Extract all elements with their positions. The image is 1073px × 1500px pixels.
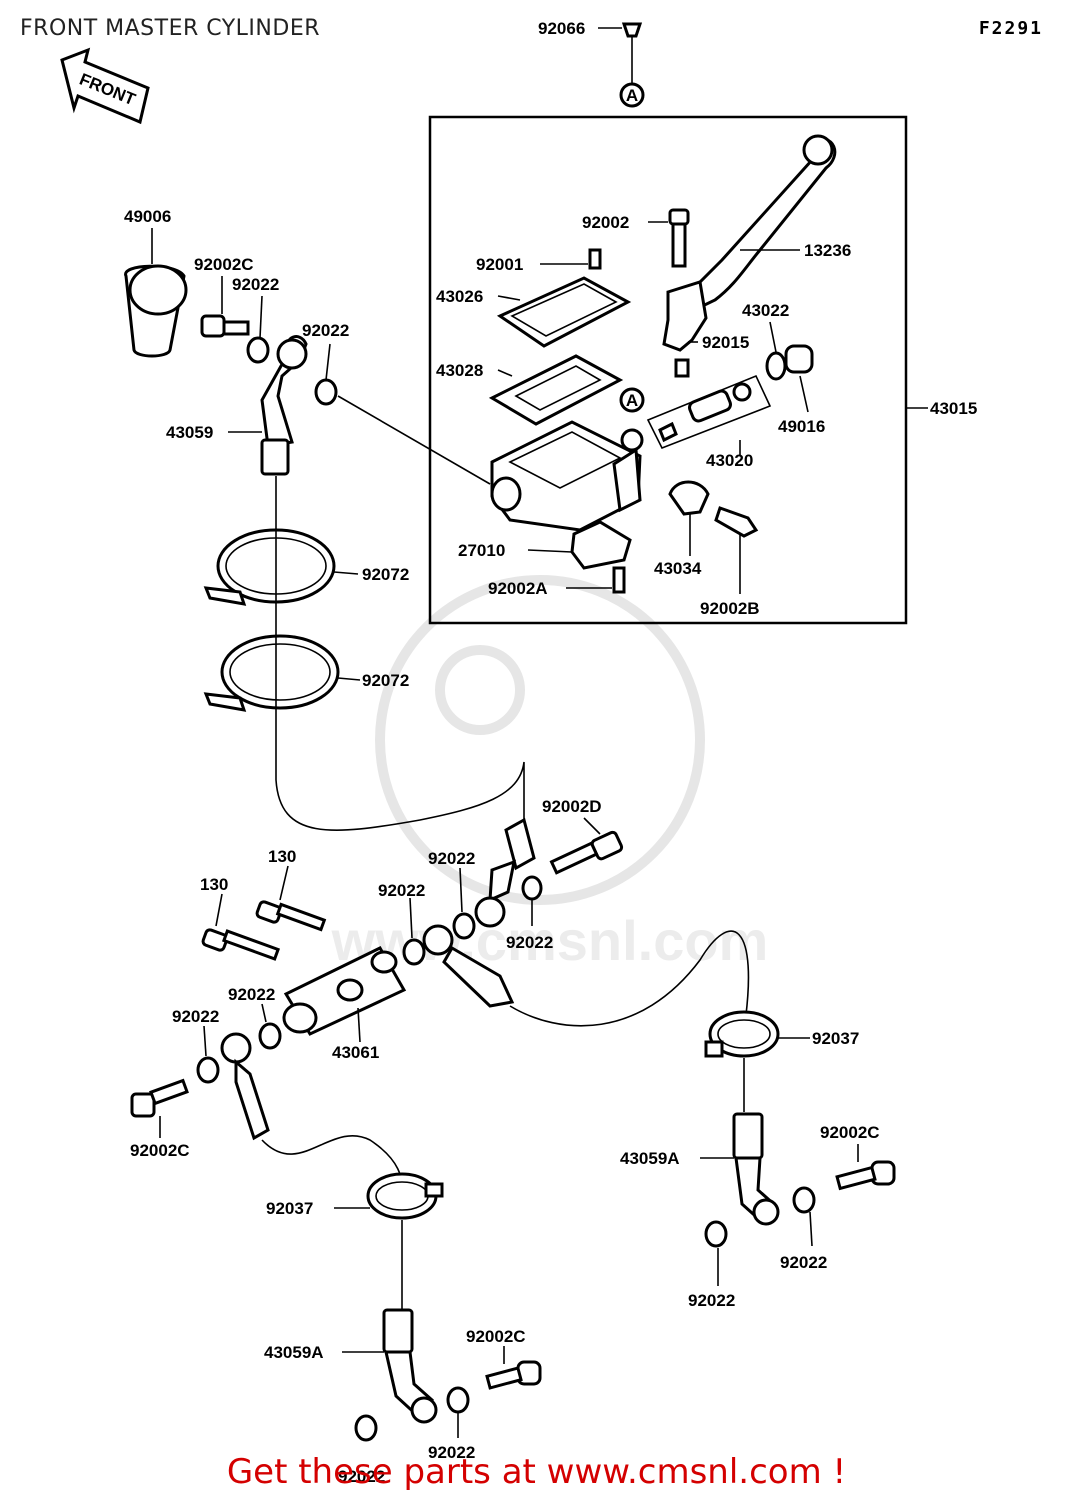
part-92022-washer-k (704, 1220, 728, 1286)
label-92002C-right: 92002C (820, 1123, 880, 1142)
label-92022-a: 92022 (232, 275, 279, 294)
part-43028-diaphragm (488, 354, 624, 426)
label-43015: 43015 (930, 399, 977, 418)
label-43059A-lower: 43059A (264, 1343, 324, 1362)
label-92002D: 92002D (542, 797, 602, 816)
part-92072-clamp-upper (203, 528, 359, 606)
label-92022-d: 92022 (378, 881, 425, 900)
part-49006-boot (124, 228, 188, 358)
label-43059A-right: 43059A (620, 1149, 680, 1168)
label-92022-h: 92022 (780, 1253, 827, 1272)
part-43026-cover (496, 276, 632, 348)
label-92066: 92066 (538, 19, 585, 38)
label-130-a: 130 (268, 847, 296, 866)
part-92022-washer-j (792, 1186, 816, 1247)
part-92072-clamp-lower (203, 634, 361, 712)
part-92066: A (598, 22, 645, 108)
part-43034-clamp (668, 480, 710, 556)
label-92022-i: 92022 (688, 1291, 735, 1310)
brake-hose-line (275, 476, 525, 831)
label-92037-lower-left: 92037 (266, 1199, 313, 1218)
part-43022 (765, 321, 787, 381)
part-92022-washer-h (446, 1386, 470, 1438)
part-92002A (566, 566, 626, 594)
ref-marker-a-top: A (626, 86, 638, 105)
figure-code: F2291 (978, 18, 1043, 39)
part-49016 (784, 344, 814, 413)
part-92002C-left (130, 1078, 189, 1138)
label-92022-k: 92022 (338, 1467, 385, 1486)
part-27010-switch (527, 520, 632, 570)
part-43020-piston (646, 374, 772, 456)
label-92002B: 92002B (700, 599, 760, 618)
watermark-logo: www.cmsnl.com (331, 575, 769, 972)
part-92015 (674, 341, 698, 378)
part-92022-washer-e (402, 897, 426, 966)
part-43059A-right (700, 1112, 780, 1226)
label-92022-c: 92022 (428, 849, 475, 868)
part-master-cylinder-body: A (490, 387, 645, 532)
part-130-bolt-b (201, 893, 281, 961)
label-92022-g: 92022 (172, 1007, 219, 1026)
ref-marker-a-body: A (626, 391, 638, 410)
label-92022-f: 92022 (228, 985, 275, 1004)
part-hose-fitting-right (422, 924, 750, 1031)
label-92022-e: 92022 (506, 933, 553, 952)
label-43061: 43061 (332, 1043, 379, 1062)
label-13236: 13236 (804, 241, 851, 260)
promo-link-text[interactable]: Get these parts at www.cmsnl.com ! (226, 1452, 847, 1492)
part-43059-hose (228, 335, 308, 476)
label-92015: 92015 (702, 333, 749, 352)
label-130-b: 130 (200, 875, 228, 894)
front-arrow-icon: FRONT (60, 47, 150, 125)
part-92022-washer-i (354, 1414, 378, 1442)
assembly-box-43015 (428, 115, 908, 625)
label-43059: 43059 (166, 423, 213, 442)
label-43028: 43028 (436, 361, 483, 380)
part-13236-lever (662, 134, 837, 352)
part-92037-clamp-right (704, 1010, 810, 1112)
part-92002 (648, 208, 690, 268)
label-92001: 92001 (476, 255, 523, 274)
label-43022: 43022 (742, 301, 789, 320)
part-92022-washer-b (314, 343, 491, 485)
label-27010: 27010 (458, 541, 505, 560)
part-92022-washer-c (521, 875, 543, 926)
label-92072-upper: 92072 (362, 565, 409, 584)
label-92022-b: 92022 (302, 321, 349, 340)
part-92022-washer-d (452, 867, 476, 940)
part-92002C-right (835, 1144, 896, 1191)
part-92002C-lower (485, 1346, 542, 1390)
part-92022-washer-g (196, 1025, 220, 1084)
label-92002C-upper: 92002C (194, 255, 254, 274)
label-49006: 49006 (124, 207, 171, 226)
part-92022-washer-f (258, 1003, 282, 1050)
label-43034: 43034 (654, 559, 702, 578)
part-92002B (714, 506, 759, 594)
label-43026: 43026 (436, 287, 483, 306)
label-92002C-lower: 92002C (466, 1327, 526, 1346)
part-130-bolt-a (255, 865, 327, 932)
part-92002D (549, 817, 624, 875)
part-hose-fitting-mid (474, 817, 536, 928)
part-hose-fitting-lower-left (220, 1032, 403, 1191)
label-92002C-left: 92002C (130, 1141, 190, 1160)
part-92002C-upper (200, 276, 250, 338)
part-92022-washer-a (246, 295, 270, 364)
label-92002A: 92002A (488, 579, 548, 598)
part-43061-joint (282, 946, 407, 1043)
label-43020: 43020 (706, 451, 753, 470)
label-92037-right: 92037 (812, 1029, 859, 1048)
label-92072-lower: 92072 (362, 671, 409, 690)
part-92001 (540, 248, 602, 270)
label-49016: 49016 (778, 417, 825, 436)
watermark-text: www.cmsnl.com (331, 909, 769, 972)
part-92037-clamp-lower-left (334, 1172, 444, 1310)
label-92022-j: 92022 (428, 1443, 475, 1462)
part-43059A-lower (342, 1308, 438, 1424)
label-92002: 92002 (582, 213, 629, 232)
page-title: FRONT MASTER CYLINDER (20, 16, 321, 41)
